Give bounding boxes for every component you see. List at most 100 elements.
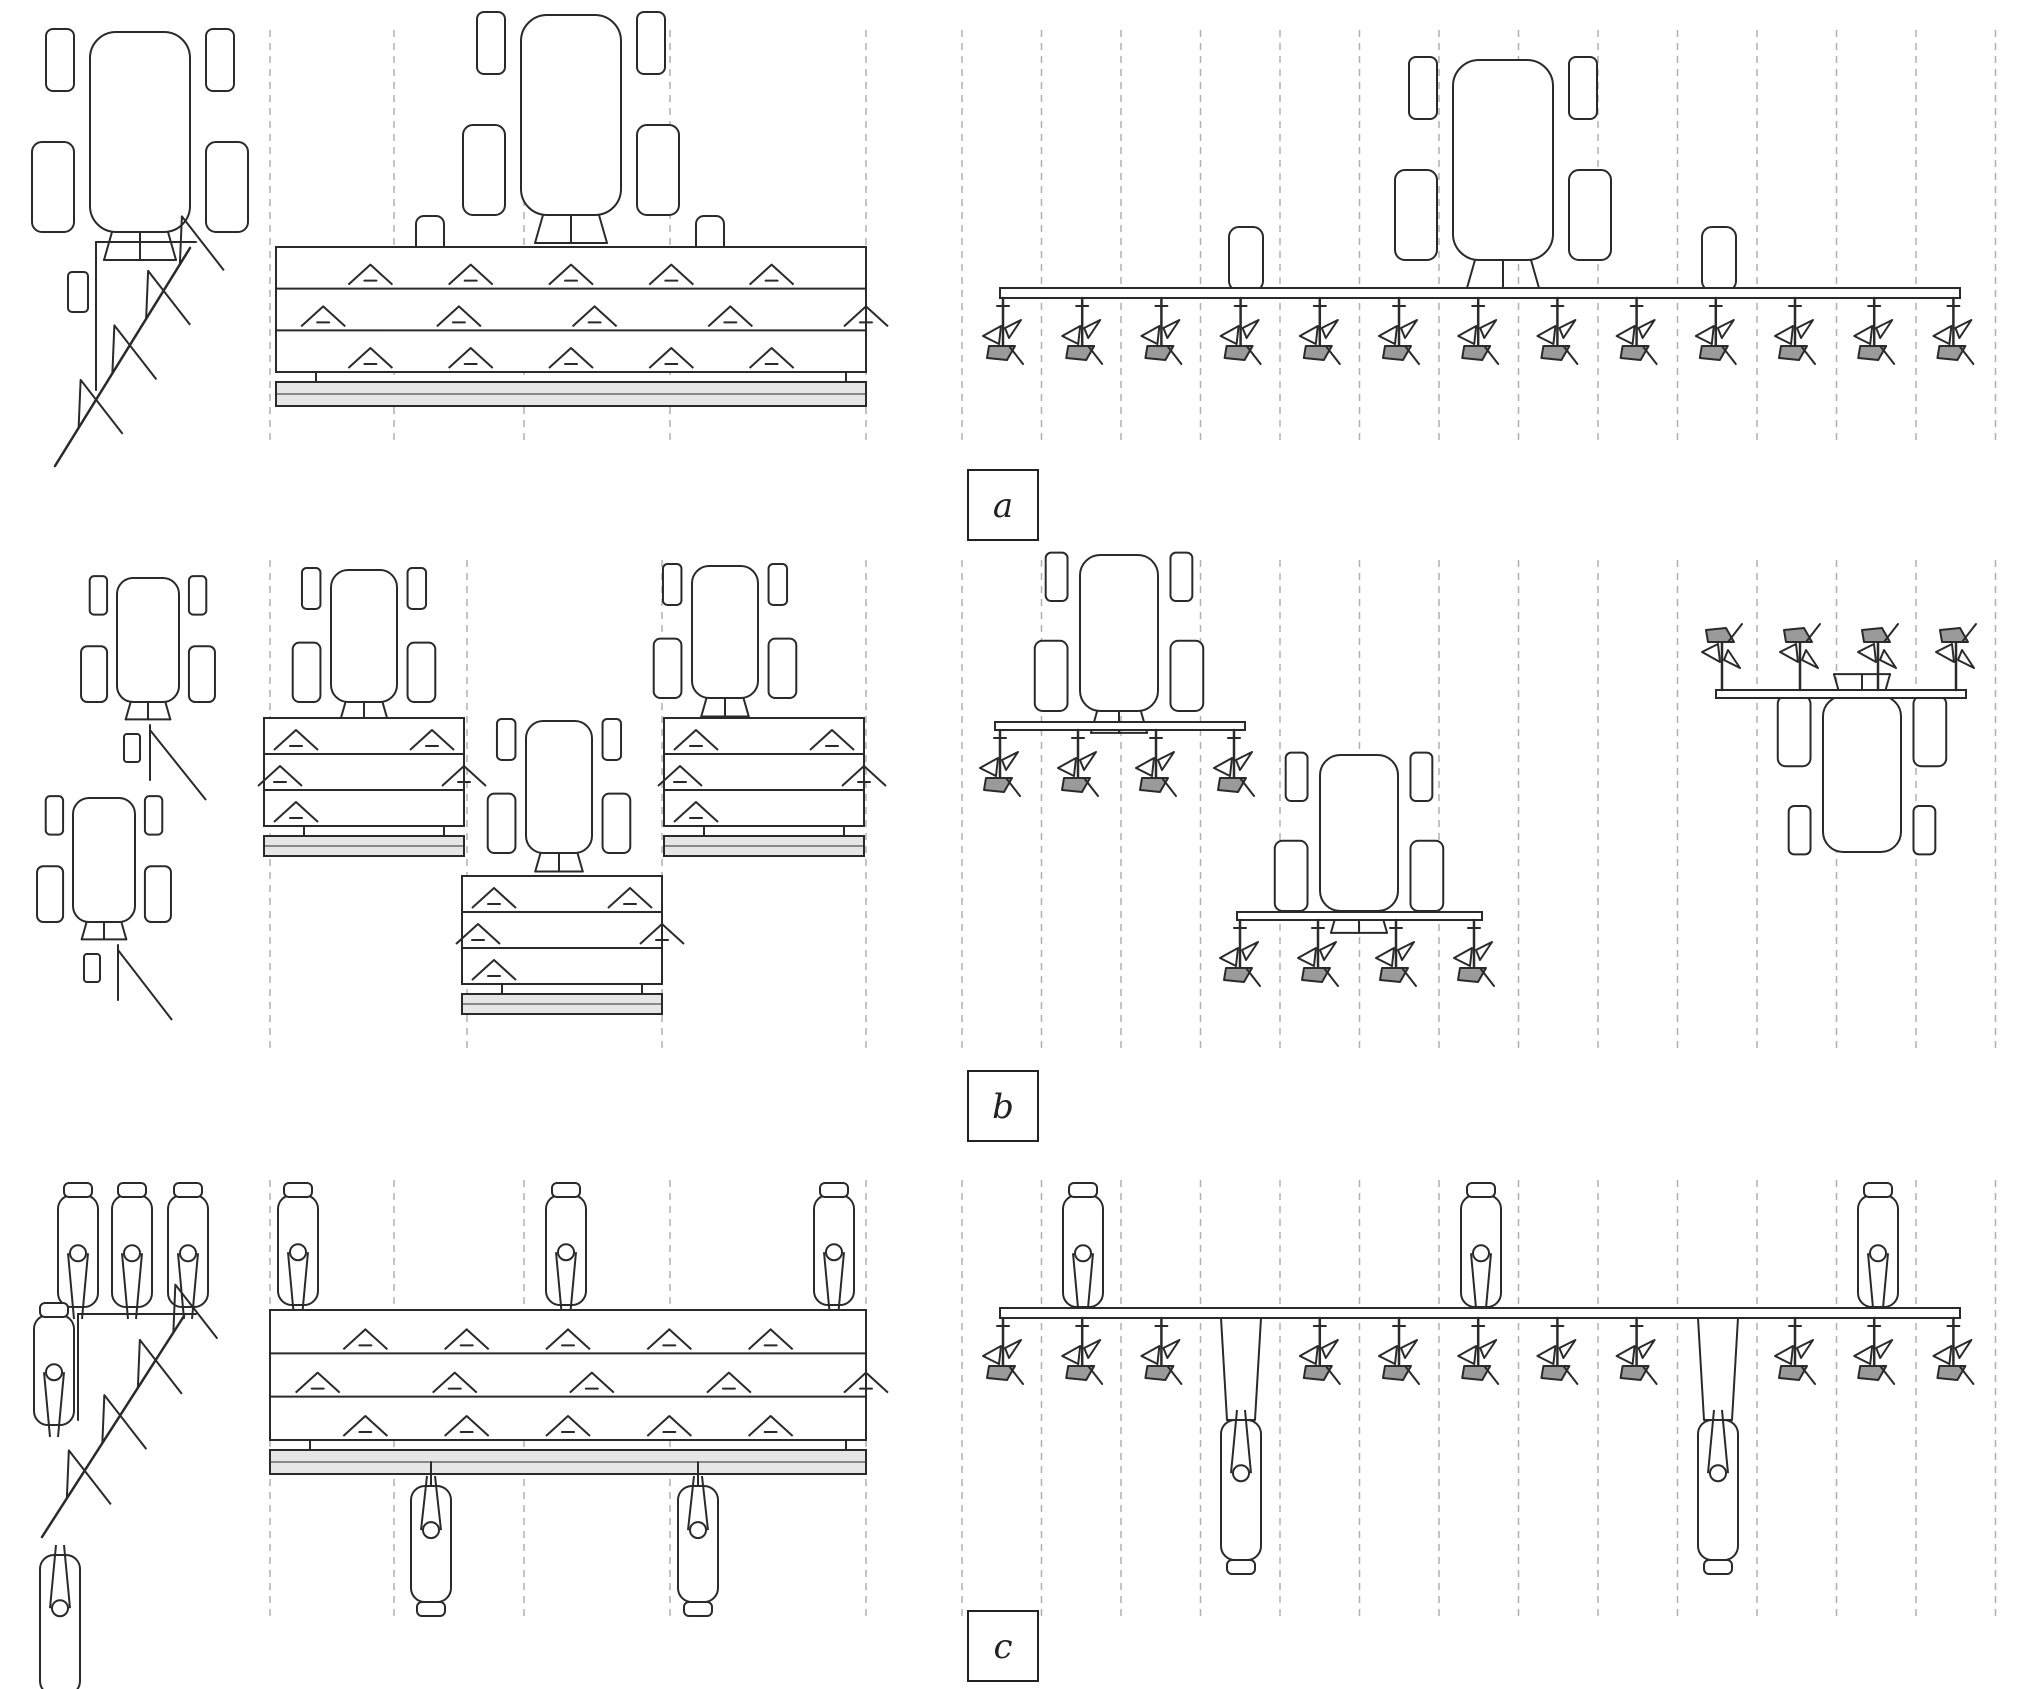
harrow-tine: [639, 923, 685, 945]
cutter-blade: [1857, 643, 1877, 663]
cutter-blade: [1140, 1345, 1161, 1365]
cutter-tail: [1958, 345, 1975, 365]
walker-handle: [1230, 1409, 1252, 1474]
walker-cap: [1068, 1182, 1098, 1198]
cutter-disc: [1302, 1365, 1333, 1381]
tractor-front-wheel: [406, 567, 428, 610]
cutter-disc: [1705, 627, 1735, 643]
harrow-tine: [843, 1371, 889, 1394]
cutter-blade: [1853, 1345, 1874, 1365]
plough-beam: [53, 246, 192, 468]
harrow-tine: [545, 1328, 591, 1351]
cutter-disc: [1783, 627, 1813, 643]
harrow-tine: [748, 263, 795, 286]
tractor-front-wheel: [143, 795, 164, 836]
cultivator-cutter: [1932, 296, 1975, 365]
harrow-tine: [707, 305, 753, 328]
harrow-tine: [342, 1415, 389, 1437]
cutter-blade: [1162, 319, 1181, 339]
harrow-tine: [347, 347, 394, 369]
harrow-tine: [444, 1415, 490, 1437]
walker-body: [39, 1554, 81, 1689]
cutter-tail: [1324, 1365, 1341, 1385]
cultivator-cutter: [1061, 1316, 1104, 1385]
cutter-blade: [1879, 649, 1897, 669]
walker-handle: [49, 1544, 71, 1609]
panel-label-b-text: b: [992, 1087, 1014, 1127]
cultivator-cutter: [1057, 728, 1099, 797]
hitch-link: [80, 921, 88, 941]
walker-handle: [420, 1475, 442, 1531]
harrow-tine: [843, 305, 889, 328]
tractor: [291, 567, 437, 722]
cutter-blade: [1083, 1339, 1102, 1359]
cutter-disc: [1061, 777, 1091, 793]
cultivator-cutter: [1298, 296, 1341, 365]
tractor-front-wheel: [661, 563, 683, 606]
harrow-tine: [448, 263, 494, 286]
cutter-tail: [1958, 1365, 1975, 1385]
cultivator-cutter: [1219, 918, 1261, 987]
panel-label-c-text: c: [993, 1627, 1012, 1667]
tractor-body: [1452, 59, 1554, 261]
cutter-blade: [1061, 325, 1082, 345]
tractor-front-wheel: [1169, 551, 1194, 603]
tractor-front-wheel: [601, 718, 623, 761]
walker-wheel-hub: [123, 1244, 141, 1263]
tractor-rear-wheel: [143, 865, 172, 924]
walking-tractor: [813, 1182, 855, 1318]
walker-cap: [551, 1182, 581, 1198]
tractor-front-wheel: [300, 567, 322, 610]
cutter-blade: [1162, 1339, 1181, 1359]
cutter-blade: [982, 325, 1002, 345]
harrow-tine: [571, 305, 618, 328]
tractor-rear-wheel: [462, 124, 506, 216]
cutter-blade: [1079, 751, 1097, 771]
walker-body: [1697, 1419, 1739, 1561]
plough-body: [145, 269, 191, 326]
cutter-blade: [1475, 941, 1493, 961]
cutter-tail: [1083, 777, 1099, 797]
cutter-blade: [1378, 325, 1398, 345]
walker-handle: [287, 1252, 309, 1318]
cutter-blade: [1615, 1345, 1636, 1365]
cutter-tail: [1479, 967, 1495, 987]
cutter-blade: [1001, 751, 1019, 771]
cutter-blade: [1558, 1339, 1577, 1359]
walking-tractor: [39, 1544, 81, 1689]
harrow-tine: [548, 347, 594, 369]
tractor-front-wheel: [476, 11, 506, 75]
cutter-blade: [1083, 319, 1102, 339]
panel-label-c: c: [967, 1610, 1039, 1682]
tractor-body: [691, 565, 759, 699]
cultivator-cutter: [1774, 1316, 1816, 1385]
cutter-blade: [1004, 1339, 1022, 1359]
tractor-body: [1822, 695, 1902, 853]
harrow-tine: [257, 765, 303, 787]
cutter-blade: [1397, 941, 1415, 961]
cutter-blade: [1954, 1339, 1973, 1359]
bar-support-wheel: [1701, 226, 1737, 292]
tractor-rear-wheel: [486, 792, 517, 854]
panel-c: [33, 1182, 1975, 1689]
cutter-blade: [1536, 325, 1557, 345]
cutter-blade: [1061, 1345, 1082, 1365]
harrow-tine: [673, 729, 719, 751]
walker-handle: [67, 1253, 89, 1320]
tractor-body: [330, 569, 398, 703]
cutter-disc: [1065, 345, 1096, 361]
cutter-blade: [1796, 319, 1814, 339]
walker-handle: [555, 1252, 577, 1318]
walker-body: [1220, 1419, 1262, 1561]
cutter-disc: [1065, 1365, 1096, 1381]
harrow-tine: [747, 1415, 794, 1437]
harrow-tine: [657, 765, 703, 787]
cutter-disc: [1939, 627, 1969, 643]
harrow-tine: [648, 263, 694, 286]
cultivator-cutter: [1615, 1316, 1658, 1385]
cutter-blade: [1875, 1339, 1894, 1359]
cultivator-cutter: [1615, 296, 1658, 365]
cutter-disc: [1144, 1365, 1175, 1381]
cutter-disc: [1301, 967, 1331, 983]
tractor-rear-wheel: [1568, 169, 1612, 261]
